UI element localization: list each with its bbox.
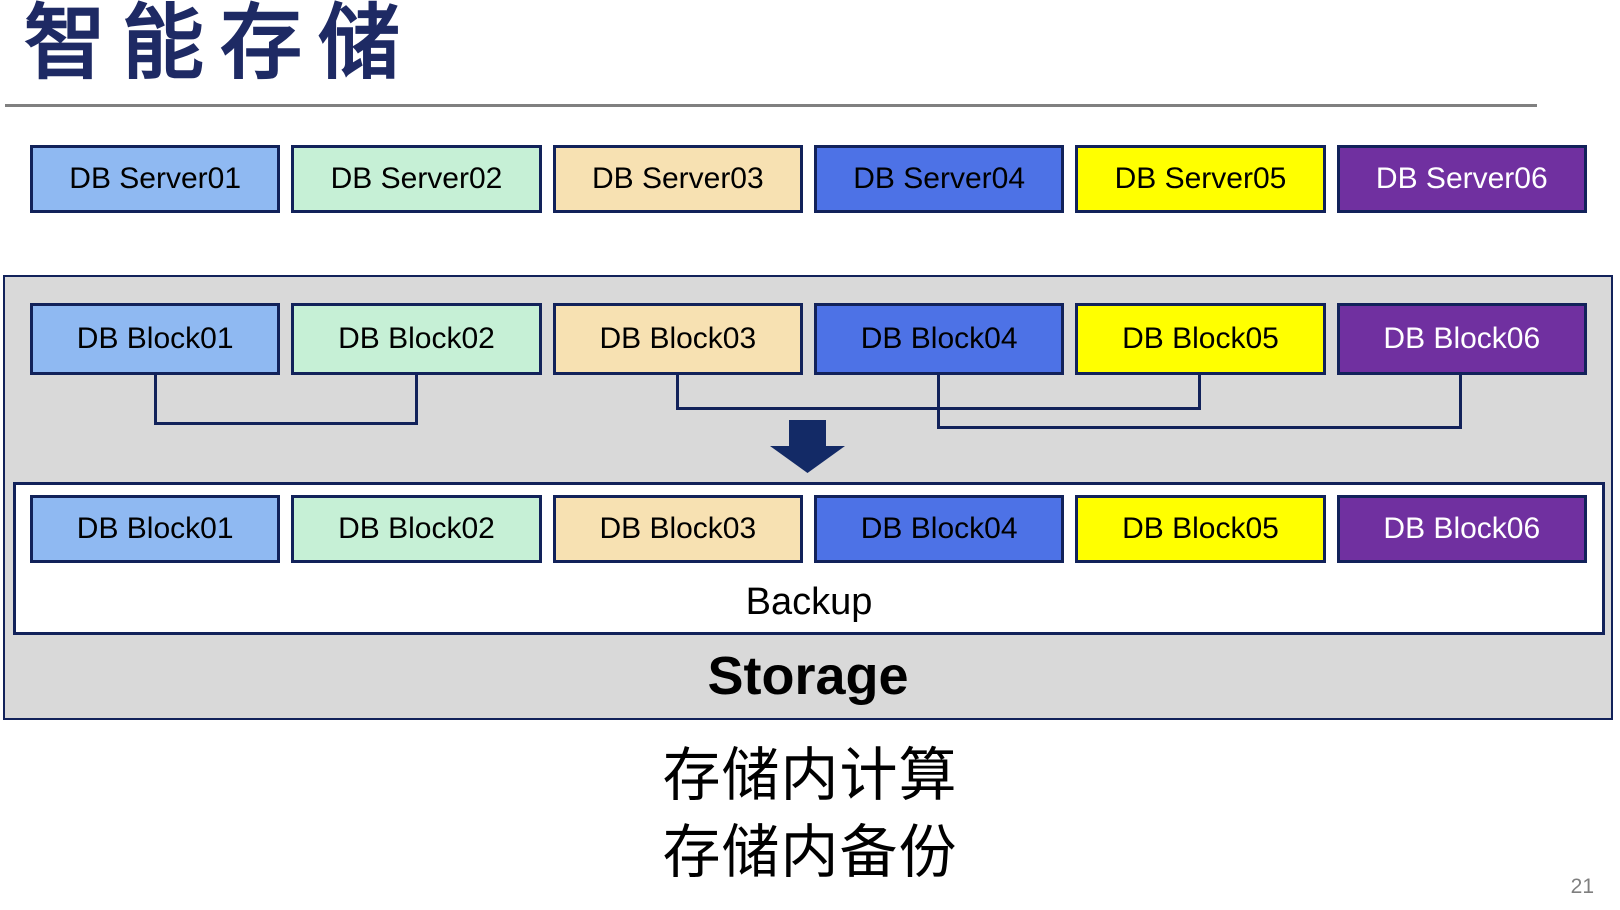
backup-label: Backup xyxy=(745,581,873,623)
caption-line-2: 存储内备份 xyxy=(662,820,958,885)
db-server-row: DB Server01 DB Server02 DB Server03 DB S… xyxy=(30,145,1587,213)
db-server-box-2: DB Server02 xyxy=(291,145,542,213)
db-block-top-box-4: DB Block04 xyxy=(813,303,1065,375)
page-number: 21 xyxy=(1570,875,1594,898)
db-block-top-box-6: DB Block06 xyxy=(1336,303,1587,375)
db-block-top-box-2: DB Block02 xyxy=(291,303,542,375)
db-server-box-4: DB Server04 xyxy=(813,145,1065,213)
db-block-top-box-3: DB Block03 xyxy=(552,303,803,375)
db-server-box-3: DB Server03 xyxy=(552,145,803,213)
db-block-bottom-box-4: DB Block04 xyxy=(813,495,1065,563)
title-separator-line xyxy=(5,104,1537,107)
db-block-row-top: DB Block01 DB Block02 DB Block03 DB Bloc… xyxy=(30,303,1587,375)
db-server-box-6: DB Server06 xyxy=(1336,145,1587,213)
db-block-bottom-box-5: DB Block05 xyxy=(1075,495,1326,563)
db-block-bottom-box-3: DB Block03 xyxy=(552,495,803,563)
caption-block: 存储内计算 存储内备份 xyxy=(0,737,1620,891)
db-block-top-box-1: DB Block01 xyxy=(30,303,281,375)
db-block-bottom-box-1: DB Block01 xyxy=(30,495,281,563)
db-block-bottom-box-6: DB Block06 xyxy=(1336,495,1587,563)
page-title: 智能存储 xyxy=(24,0,417,89)
storage-label: Storage xyxy=(707,646,909,706)
db-block-row-bottom: DB Block01 DB Block02 DB Block03 DB Bloc… xyxy=(30,495,1587,563)
db-block-bottom-box-2: DB Block02 xyxy=(291,495,542,563)
caption-line-1: 存储内计算 xyxy=(662,743,958,808)
db-block-top-box-5: DB Block05 xyxy=(1075,303,1326,375)
db-server-box-5: DB Server05 xyxy=(1075,145,1326,213)
db-server-box-1: DB Server01 xyxy=(30,145,281,213)
